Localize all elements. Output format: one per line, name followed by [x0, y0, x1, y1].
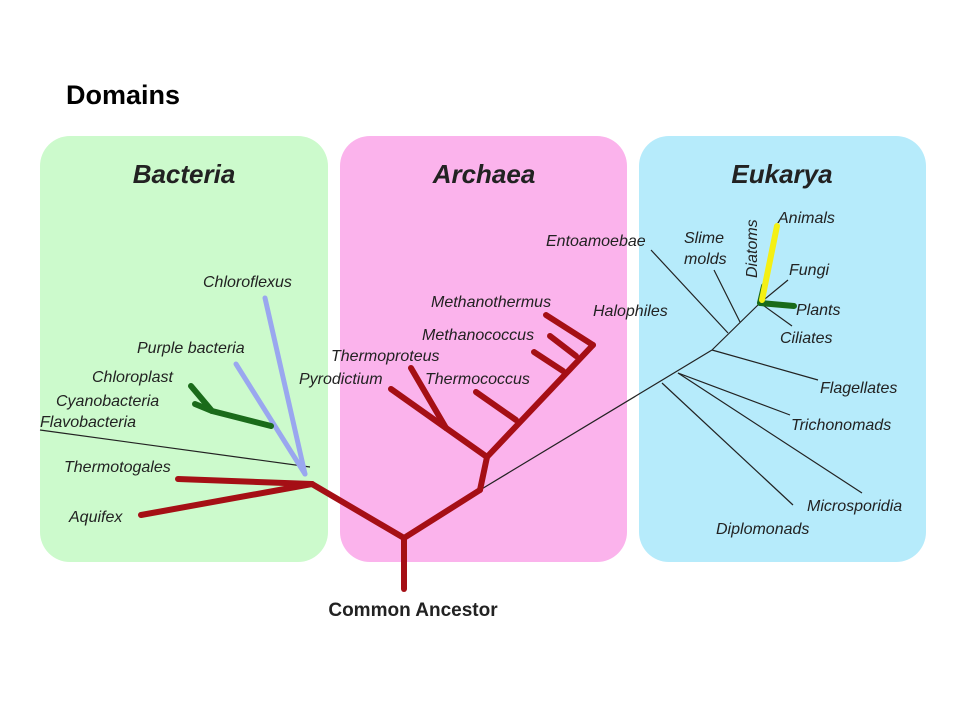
label-plants: Plants	[796, 302, 840, 319]
label-flagellates: Flagellates	[820, 380, 897, 397]
branch-eukarya-upper	[711, 302, 761, 351]
thin-branches	[39, 249, 863, 506]
branch-flagellates	[711, 349, 819, 381]
branch-chloroflexus	[262, 295, 308, 477]
label-common-ancestor: Common Ancestor	[328, 600, 498, 621]
archaea-panel	[340, 136, 627, 562]
label-thermoproteus: Thermoproteus	[331, 348, 440, 365]
branch-crenarchaea	[443, 425, 490, 460]
label-slime-molds-1: Slime	[684, 230, 724, 247]
label-microsporidia: Microsporidia	[807, 498, 902, 515]
branch-thermococcus	[473, 389, 519, 423]
label-diatoms: Diatoms	[744, 219, 761, 278]
label-aquifex: Aquifex	[68, 509, 123, 526]
branch-plants-tip	[757, 300, 797, 309]
main-trunk	[138, 312, 596, 592]
label-thermococcus: Thermococcus	[425, 371, 530, 388]
branch-thermotogales	[175, 476, 315, 487]
label-slime-molds-2: molds	[684, 251, 727, 268]
label-entoamoebae: Entoamoebae	[546, 233, 646, 250]
branch-ciliates	[759, 302, 793, 327]
label-ciliates: Ciliates	[780, 330, 832, 347]
eukarya-heading: Eukarya	[731, 159, 832, 189]
label-methanothermus: Methanothermus	[431, 294, 551, 311]
branch-archaea-eukarya-stem	[401, 487, 483, 541]
branch-bacteria-stem	[309, 481, 407, 541]
branch-microsporidia	[677, 372, 863, 494]
label-pyrodictium: Pyrodictium	[299, 371, 383, 388]
branch-trichonomads	[677, 372, 791, 416]
branch-purple-bacteria	[233, 361, 308, 477]
label-cyanobacteria: Cyanobacteria	[56, 393, 159, 410]
branch-euryarchaea	[484, 342, 596, 460]
branch-methanothermus	[543, 312, 596, 348]
slide-title: Domains	[66, 80, 181, 110]
branch-entoamoebae	[650, 249, 729, 334]
label-trichonomads: Trichonomads	[791, 417, 891, 434]
branch-methanococcus	[531, 349, 566, 374]
branch-slime-molds	[713, 269, 741, 323]
branch-methanococcus-b	[547, 333, 579, 359]
label-chloroplast: Chloroplast	[92, 369, 173, 386]
eukarya-panel	[639, 136, 926, 562]
label-purple-bacteria: Purple bacteria	[137, 340, 245, 357]
branch-animals	[759, 223, 780, 303]
label-fungi: Fungi	[789, 262, 829, 279]
label-animals: Animals	[777, 210, 835, 227]
branch-diplomonads	[661, 382, 794, 506]
bacteria-panel	[40, 136, 328, 562]
label-halophiles: Halophiles	[593, 303, 668, 320]
branch-archaea-stem	[477, 454, 490, 493]
label-diplomonads: Diplomonads	[716, 521, 809, 538]
label-methanococcus: Methanococcus	[422, 327, 534, 344]
branch-thermoproteus	[408, 365, 449, 431]
label-chloroflexus: Chloroflexus	[203, 274, 292, 291]
branch-flavobacteria	[39, 429, 311, 468]
label-flavobacteria: Flavobacteria	[40, 414, 136, 431]
archaea-heading: Archaea	[432, 159, 536, 189]
branch-cyanobacteria	[192, 401, 215, 414]
branch-pyrodictium	[388, 386, 449, 431]
branch-eukarya-stem	[479, 349, 713, 491]
bacteria-heading: Bacteria	[133, 159, 236, 189]
label-thermotogales: Thermotogales	[64, 459, 171, 476]
branch-aquifex	[138, 481, 315, 518]
